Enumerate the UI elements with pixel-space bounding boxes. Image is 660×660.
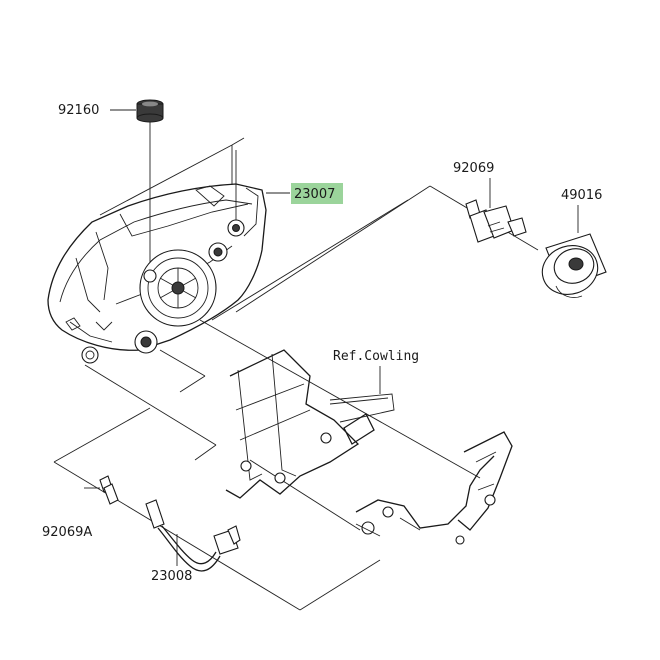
rubber-cap-92160: [136, 99, 164, 123]
mounting-bracket: [225, 349, 513, 545]
part-label-92069a: 92069A: [42, 525, 92, 540]
highlight-box: [291, 183, 343, 204]
bulb-92069: [465, 199, 527, 243]
socket-cover-49016: [541, 233, 607, 298]
part-labels: 92160 23007 92069 49016 Ref.Cowling 9206…: [42, 103, 602, 584]
part-label-49016: 49016: [561, 188, 602, 203]
leader-lines: [84, 109, 579, 566]
bulb-92069a: [99, 475, 119, 505]
ref-cowling-label: Ref.Cowling: [333, 349, 419, 364]
socket-wiring-23008: [145, 499, 241, 572]
part-label-92069: 92069: [453, 161, 494, 176]
frame-lines: [53, 137, 539, 611]
part-label-23008: 23008: [151, 569, 192, 584]
part-label-92160: 92160: [58, 103, 99, 118]
headlight-assembly: [47, 183, 267, 364]
part-label-23007: 23007: [294, 187, 335, 202]
